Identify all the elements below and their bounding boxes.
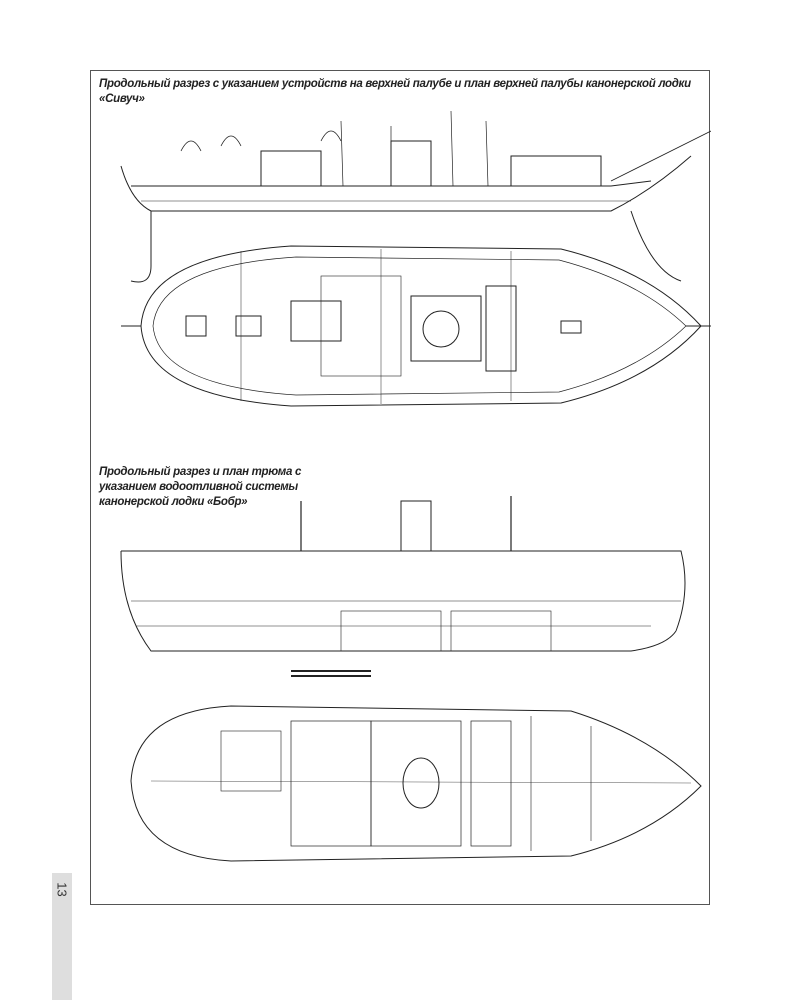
sivuch-deck-plan-drawing xyxy=(121,245,711,407)
caption-bobr: Продольный разрез и план трюма с указани… xyxy=(99,466,302,508)
figure-frame: Продольный разрез с указанием устройств … xyxy=(90,70,711,905)
bobr-hold-plan-drawing xyxy=(130,705,702,862)
bobr-profile-drawing xyxy=(120,496,686,677)
ship-drawings xyxy=(120,110,711,862)
caption-sivuch: Продольный разрез с указанием устройств … xyxy=(99,78,691,105)
page-margin-strip xyxy=(52,873,72,1000)
sivuch-profile-drawing xyxy=(120,110,711,283)
page-number: 13 xyxy=(54,882,70,897)
